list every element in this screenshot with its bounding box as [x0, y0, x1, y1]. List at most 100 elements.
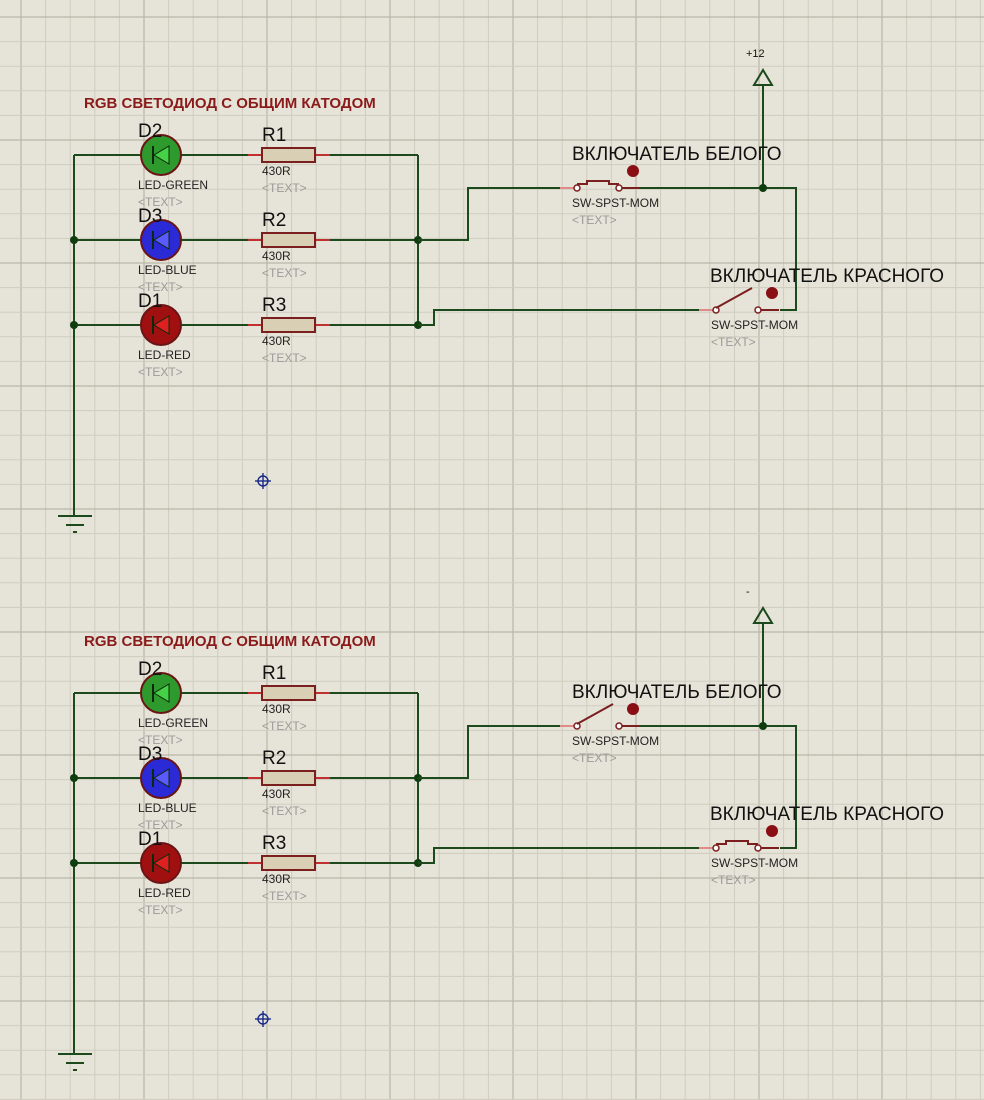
led-d3[interactable]	[140, 757, 182, 799]
switch-text-placeholder: <TEXT>	[572, 213, 617, 227]
led-type: LED-GREEN	[138, 716, 208, 730]
power-terminal-icon	[752, 606, 774, 624]
resistor-r2[interactable]	[261, 232, 316, 248]
resistor-r3[interactable]	[261, 855, 316, 871]
schematic-top: RGB СВЕТОДИОД С ОБЩИМ КАТОДОМ D2LED-GREEN…	[58, 48, 944, 533]
junction-dot	[759, 184, 767, 192]
resistor-text-placeholder: <TEXT>	[262, 181, 307, 195]
led-type: LED-RED	[138, 886, 191, 900]
led-type: LED-RED	[138, 348, 191, 362]
power-label: -	[746, 586, 750, 598]
led-text-placeholder: <TEXT>	[138, 818, 183, 832]
resistor-value: 430R	[262, 249, 291, 263]
switch-contact	[573, 184, 581, 192]
wire	[640, 725, 797, 849]
switch-label: ВКЛЮЧАТЕЛЬ КРАСНОГО	[710, 804, 944, 825]
wire	[418, 847, 700, 864]
power-label: +12	[746, 48, 765, 60]
switch-lever-closed-icon	[716, 840, 758, 845]
switch-type: SW-SPST-MOM	[711, 318, 798, 332]
resistor-text-placeholder: <TEXT>	[262, 719, 307, 733]
resistor-value: 430R	[262, 872, 291, 886]
switch-label: ВКЛЮЧАТЕЛЬ КРАСНОГО	[710, 266, 944, 287]
led-ref: D3	[138, 744, 162, 765]
junction-dot	[70, 236, 78, 244]
switch-contact	[754, 306, 762, 314]
switch-contact	[754, 844, 762, 852]
schematic-bottom: RGB СВЕТОДИОД С ОБЩИМ КАТОДОМ D2LED-GREEN…	[58, 586, 944, 1071]
switch-lever-open-icon	[715, 287, 753, 309]
wire	[418, 187, 560, 241]
junction-dot	[70, 774, 78, 782]
switch-type: SW-SPST-MOM	[572, 196, 659, 210]
resistor-value: 430R	[262, 787, 291, 801]
switch-contact	[615, 722, 623, 730]
switch-actuator-icon[interactable]	[766, 825, 778, 837]
led-ref: D3	[138, 206, 162, 227]
led-d2[interactable]	[140, 672, 182, 714]
junction-dot	[70, 321, 78, 329]
diode-triangle-icon	[153, 853, 170, 873]
switch-type: SW-SPST-MOM	[572, 734, 659, 748]
diode-triangle-icon	[153, 683, 170, 703]
led-type: LED-BLUE	[138, 263, 197, 277]
resistor-text-placeholder: <TEXT>	[262, 804, 307, 818]
origin-marker-icon	[255, 473, 271, 489]
led-type: LED-BLUE	[138, 801, 197, 815]
diode-triangle-icon	[153, 145, 170, 165]
led-ref: D2	[138, 659, 162, 680]
led-d2[interactable]	[140, 134, 182, 176]
diode-triangle-icon	[153, 230, 170, 250]
resistor-text-placeholder: <TEXT>	[262, 351, 307, 365]
resistor-ref: R3	[262, 295, 286, 316]
switch-red[interactable]	[699, 825, 779, 852]
switch-type: SW-SPST-MOM	[711, 856, 798, 870]
diode-triangle-icon	[153, 315, 170, 335]
led-d1[interactable]	[140, 842, 182, 884]
led-d1[interactable]	[140, 304, 182, 346]
led-d3[interactable]	[140, 219, 182, 261]
switch-text-placeholder: <TEXT>	[572, 751, 617, 765]
schematic-title: RGB СВЕТОДИОД С ОБЩИМ КАТОДОМ	[84, 95, 376, 112]
resistor-ref: R2	[262, 748, 286, 769]
schematic-title: RGB СВЕТОДИОД С ОБЩИМ КАТОДОМ	[84, 633, 376, 650]
resistor-r1[interactable]	[261, 685, 316, 701]
resistor-r3[interactable]	[261, 317, 316, 333]
switch-actuator-icon[interactable]	[627, 165, 639, 177]
switch-label: ВКЛЮЧАТЕЛЬ БЕЛОГО	[572, 144, 782, 165]
resistor-value: 430R	[262, 334, 291, 348]
diode-triangle-icon	[153, 768, 170, 788]
resistor-body	[261, 855, 316, 871]
resistor-body	[261, 232, 316, 248]
switch-contact	[615, 184, 623, 192]
wire	[418, 725, 560, 779]
switch-actuator-icon[interactable]	[627, 703, 639, 715]
origin-marker-icon	[255, 1011, 271, 1027]
switch-contact	[712, 844, 720, 852]
wire	[418, 309, 700, 326]
led-ref: D1	[138, 291, 162, 312]
resistor-text-placeholder: <TEXT>	[262, 889, 307, 903]
led-type: LED-GREEN	[138, 178, 208, 192]
led-text-placeholder: <TEXT>	[138, 280, 183, 294]
switch-white[interactable]	[560, 703, 640, 730]
switch-white[interactable]	[560, 165, 640, 192]
switch-lever-open-icon	[576, 703, 614, 725]
switch-text-placeholder: <TEXT>	[711, 335, 756, 349]
resistor-ref: R1	[262, 663, 286, 684]
power-terminal-icon	[752, 68, 774, 86]
resistor-r2[interactable]	[261, 770, 316, 786]
switch-actuator-icon[interactable]	[766, 287, 778, 299]
led-text-placeholder: <TEXT>	[138, 733, 183, 747]
resistor-ref: R1	[262, 125, 286, 146]
resistor-body	[261, 317, 316, 333]
switch-lever-closed-icon	[577, 180, 619, 185]
resistor-ref: R2	[262, 210, 286, 231]
led-ref: D2	[138, 121, 162, 142]
resistor-r1[interactable]	[261, 147, 316, 163]
switch-text-placeholder: <TEXT>	[711, 873, 756, 887]
led-ref: D1	[138, 829, 162, 850]
switch-red[interactable]	[699, 287, 779, 314]
